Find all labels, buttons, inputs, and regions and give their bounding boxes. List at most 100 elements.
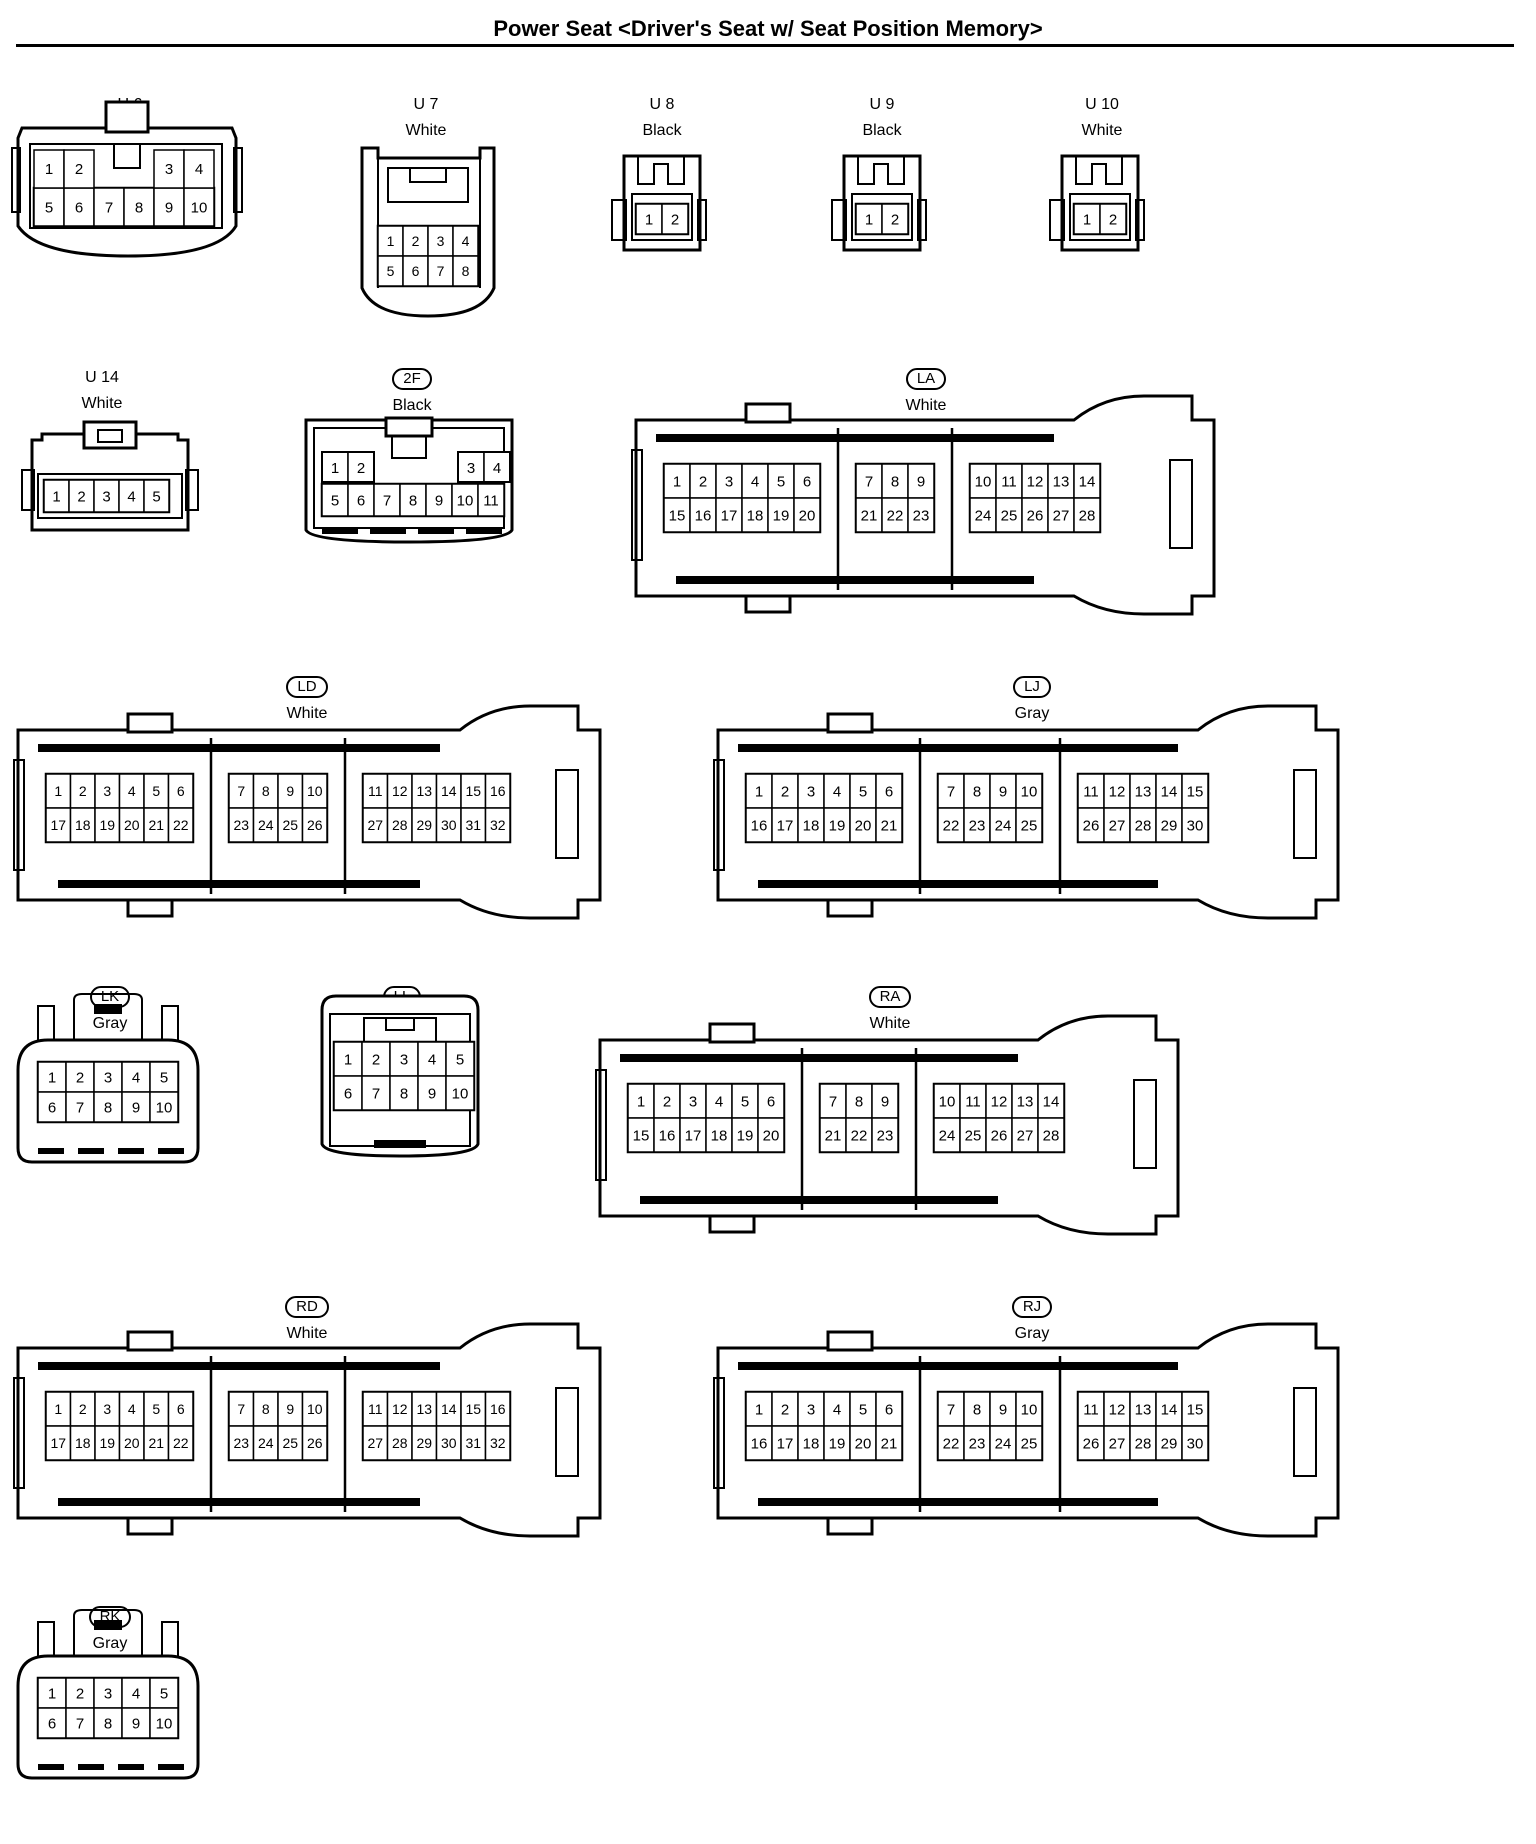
connector-code: U 9 [869, 96, 895, 113]
pin-number: 19 [737, 1127, 754, 1144]
pin-cell [183, 149, 215, 189]
pin-number: 19 [99, 1435, 115, 1451]
pin-cell [153, 149, 185, 189]
side-key [595, 1069, 607, 1181]
pin-cell [65, 1707, 95, 1739]
latch [384, 416, 434, 438]
pin-cell [167, 807, 194, 843]
latch [126, 1330, 174, 1352]
pin-number: 17 [777, 1435, 794, 1452]
pin-number: 5 [777, 473, 785, 490]
pin-number: 16 [659, 1127, 676, 1144]
pin-number: 23 [877, 1127, 894, 1144]
pin-cell [757, 1117, 785, 1153]
pin-number: 2 [412, 233, 420, 249]
connector-color: Gray [1014, 1325, 1050, 1342]
pin-number: 21 [861, 507, 878, 524]
pin-cell [771, 773, 799, 809]
pin-number: 7 [829, 1093, 837, 1110]
pin-number: 10 [1021, 783, 1038, 800]
pin-number: 23 [969, 1435, 986, 1452]
pin-cell [1037, 1083, 1065, 1119]
pin-number: 5 [456, 1051, 464, 1068]
end-key [1133, 1079, 1157, 1169]
pin-cell [1015, 807, 1043, 843]
page-title: Power Seat <Driver's Seat w/ Seat Positi… [493, 16, 1043, 41]
side-key [831, 199, 847, 241]
pin-number: 1 [865, 211, 873, 228]
pin-cell [855, 497, 883, 533]
pin-cell [477, 483, 505, 517]
pin-number: 28 [1079, 507, 1096, 524]
pin-cell [425, 483, 453, 517]
pin-number: 1 [645, 211, 653, 228]
pin-number: 25 [282, 817, 298, 833]
pin-number: 7 [237, 1401, 245, 1417]
side-key [697, 199, 707, 241]
pin-number: 21 [881, 817, 898, 834]
pin-number: 18 [803, 817, 820, 834]
pin-number: 9 [428, 1085, 436, 1102]
pin-number: 8 [400, 1085, 408, 1102]
pin-cell [183, 187, 215, 227]
pin-number: 13 [1017, 1093, 1034, 1110]
connector-color: White [1081, 122, 1123, 139]
pin-number: 4 [833, 783, 841, 800]
pin-cell [417, 1075, 447, 1111]
latch [73, 1609, 143, 1656]
latch [826, 712, 874, 734]
housing-inner [851, 193, 913, 241]
pin-number: 19 [829, 817, 846, 834]
pin-number: 26 [1083, 817, 1100, 834]
pin-number: 20 [855, 1435, 872, 1452]
pin-number: 2 [77, 488, 85, 505]
pin-cell [823, 807, 851, 843]
pin-number: 18 [711, 1127, 728, 1144]
rib [374, 1140, 426, 1148]
rib [58, 1498, 420, 1506]
connector-code: U 7 [413, 96, 439, 113]
pin-cell [69, 807, 96, 843]
pin-cell [1011, 1117, 1039, 1153]
pin-cell [333, 1041, 363, 1077]
connector-code: 2F [392, 368, 432, 390]
pin-number: 3 [437, 233, 445, 249]
rib [466, 528, 502, 534]
pin-number: 1 [48, 1685, 56, 1702]
rib [38, 1362, 440, 1370]
latch [826, 898, 874, 918]
pin-number: 27 [1109, 1435, 1126, 1452]
pin-cell [1181, 1425, 1209, 1461]
pin-number: 15 [1187, 783, 1204, 800]
pin-cell [484, 773, 511, 809]
pin-number: 1 [54, 783, 62, 799]
pin-cell [45, 807, 72, 843]
pin-number: 11 [1083, 783, 1099, 800]
pin-number: 17 [721, 507, 738, 524]
connector-color: Black [392, 397, 432, 414]
latch-tab [94, 1004, 122, 1014]
pin-number: 16 [490, 1401, 506, 1417]
connector-code: U 14 [85, 369, 119, 386]
pin-number: 2 [372, 1051, 380, 1068]
pin-number: 26 [307, 817, 323, 833]
pin-number: 5 [152, 783, 160, 799]
pin-number: 9 [132, 1099, 140, 1116]
pin-number: 10 [939, 1093, 956, 1110]
housing-inner [29, 143, 223, 229]
pin-cell [995, 463, 1023, 499]
pin-cell [875, 773, 903, 809]
pin-cell [377, 225, 404, 257]
pin-cell [277, 1425, 304, 1461]
pin-number: 10 [307, 783, 323, 799]
pin-cell [819, 1117, 847, 1153]
pin-number: 10 [452, 1085, 469, 1102]
